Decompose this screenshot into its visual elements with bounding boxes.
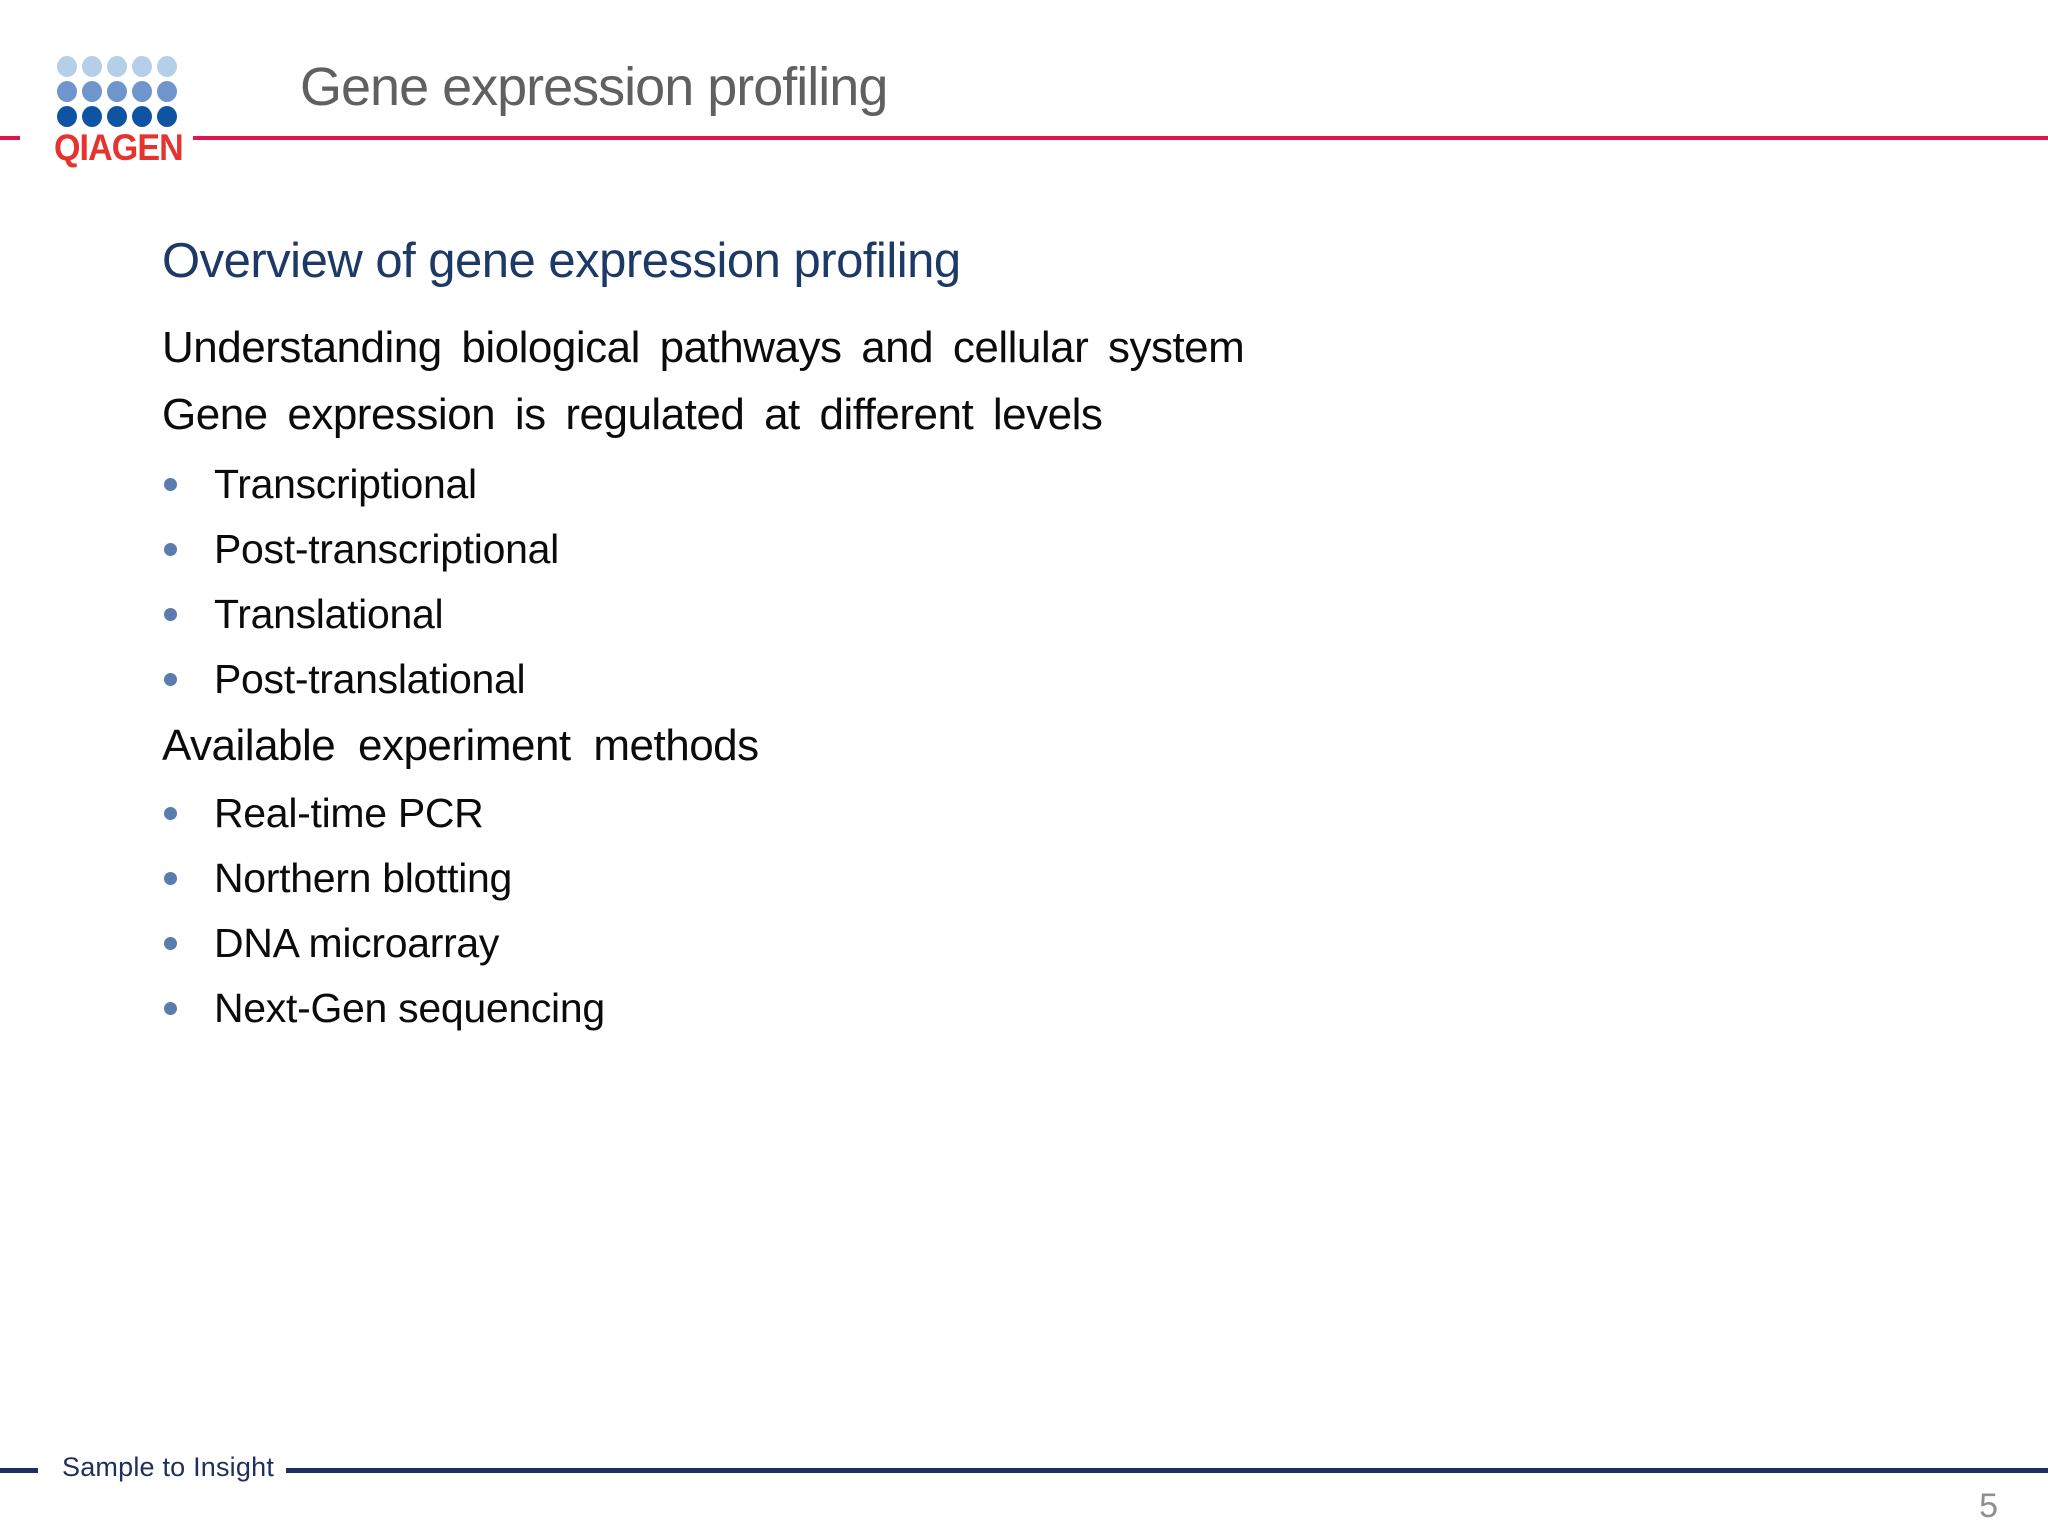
bullet-icon bbox=[164, 1002, 177, 1015]
bullet-icon bbox=[164, 807, 177, 820]
header-rule-left-dash bbox=[0, 136, 20, 140]
logo-dot bbox=[57, 81, 77, 102]
content-paragraph: Gene expression is regulated at differen… bbox=[162, 390, 1103, 439]
list-item: Post-transcriptional bbox=[162, 517, 1968, 582]
logo-dot bbox=[107, 56, 127, 77]
bullet-icon bbox=[164, 872, 177, 885]
qiagen-logo-dots bbox=[57, 56, 179, 129]
logo-dot bbox=[107, 106, 127, 127]
list-item: DNA microarray bbox=[162, 911, 1968, 976]
list-item: Transcriptional bbox=[162, 452, 1968, 517]
logo-dot bbox=[57, 56, 77, 77]
logo-dot bbox=[157, 81, 177, 102]
header-rule bbox=[193, 136, 2048, 140]
logo-dot bbox=[132, 106, 152, 127]
logo-dot bbox=[157, 56, 177, 77]
list-item: Post-translational bbox=[162, 647, 1968, 712]
content-paragraph: Understanding biological pathways and ce… bbox=[162, 323, 1245, 372]
logo-dot bbox=[57, 106, 77, 127]
slide-title: Gene expression profiling bbox=[300, 57, 888, 117]
list-item-label: Post-transcriptional bbox=[214, 526, 559, 572]
list-item-label: DNA microarray bbox=[214, 920, 500, 966]
list-item: Translational bbox=[162, 582, 1968, 647]
footer-tagline: Sample to Insight bbox=[62, 1452, 275, 1482]
list-item: Northern blotting bbox=[162, 846, 1968, 911]
list-item-label: Next-Gen sequencing bbox=[214, 985, 605, 1031]
bullet-icon bbox=[164, 937, 177, 950]
list-item-label: Translational bbox=[214, 591, 444, 637]
list-item-label: Northern blotting bbox=[214, 855, 513, 901]
logo-dot bbox=[157, 106, 177, 127]
logo-dot bbox=[82, 106, 102, 127]
list-item-label: Real-time PCR bbox=[214, 790, 484, 836]
list-item-label: Post-translational bbox=[214, 656, 526, 702]
methods-heading: Available experiment methods bbox=[162, 721, 759, 770]
bullet-icon bbox=[164, 543, 177, 556]
footer-rule-left-dash bbox=[0, 1468, 38, 1473]
slide-body: Overview of gene expression profiling Un… bbox=[162, 232, 1968, 1041]
logo-dot bbox=[132, 56, 152, 77]
logo-dot bbox=[132, 81, 152, 102]
footer-rule bbox=[286, 1468, 2048, 1473]
page-number: 5 bbox=[1979, 1487, 1998, 1525]
bullet-icon bbox=[164, 608, 177, 621]
logo-dot bbox=[82, 56, 102, 77]
bullet-icon bbox=[164, 478, 177, 491]
list-item-label: Transcriptional bbox=[214, 461, 477, 507]
logo-dot bbox=[107, 81, 127, 102]
logo-dot bbox=[82, 81, 102, 102]
bullet-icon bbox=[164, 673, 177, 686]
list-item: Next-Gen sequencing bbox=[162, 976, 1968, 1041]
qiagen-wordmark: QIAGEN bbox=[54, 127, 184, 168]
list-item: Real-time PCR bbox=[162, 781, 1968, 846]
content-heading: Overview of gene expression profiling bbox=[162, 234, 961, 288]
